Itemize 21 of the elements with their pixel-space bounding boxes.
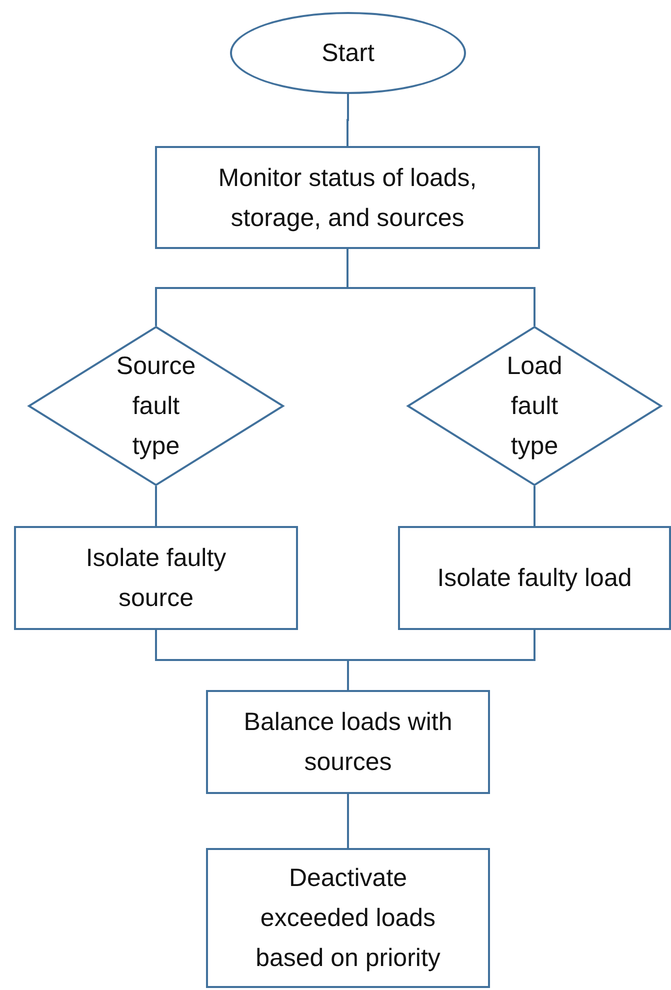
decision-diamond xyxy=(28,326,284,486)
node-label: Isolate faulty source xyxy=(84,543,228,614)
node-label: Load fault type xyxy=(506,351,564,462)
node-label: Start xyxy=(322,38,374,69)
connector-line xyxy=(346,249,536,326)
node-label: Deactivate exceeded loads based on priority xyxy=(254,863,442,974)
connector-line xyxy=(347,630,536,690)
process-box xyxy=(206,848,490,988)
process-box xyxy=(206,690,490,794)
process-box xyxy=(398,526,671,630)
process-box xyxy=(14,526,298,630)
decision-diamond xyxy=(407,326,662,486)
node-label: Balance loads with sources xyxy=(242,707,454,778)
process-box xyxy=(155,146,540,249)
connector-line xyxy=(534,486,536,526)
node-label: Source fault type xyxy=(115,351,197,462)
node-label: Isolate faulty load xyxy=(436,563,633,594)
connector-line xyxy=(347,794,349,848)
connector-line xyxy=(155,486,157,526)
node-label: Monitor status of loads, storage, and sources xyxy=(217,162,478,234)
connector-line xyxy=(346,94,349,146)
